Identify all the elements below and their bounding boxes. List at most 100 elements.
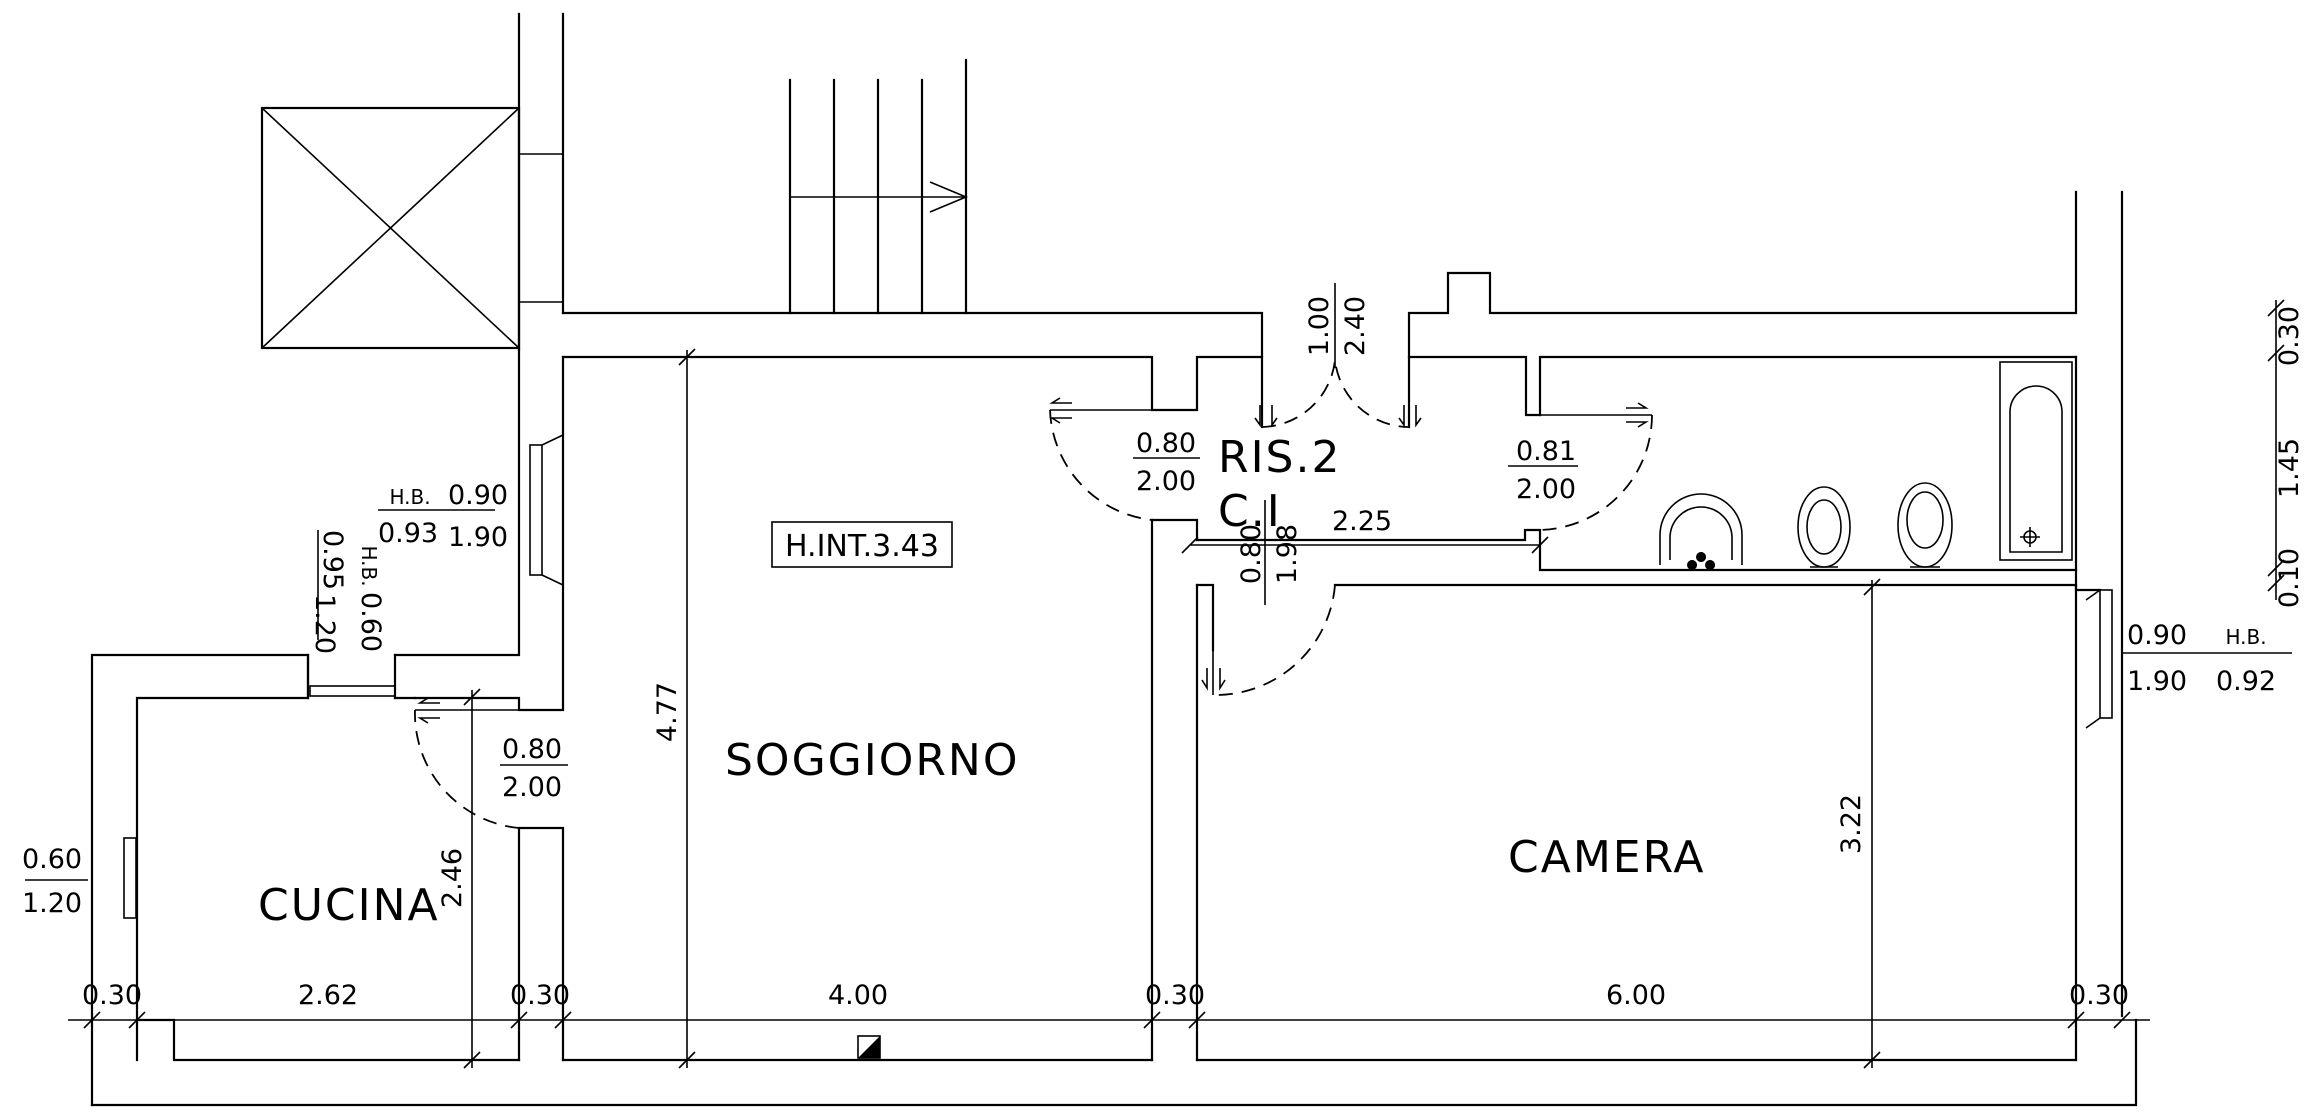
door-entrance-arrow-icon — [1254, 405, 1422, 428]
window-top-left-width: 0.93 — [378, 518, 438, 549]
soggiorno-wall-top — [561, 355, 1264, 412]
outer-balcony-line — [90, 1018, 2138, 1107]
door-bagno-width: 0.81 — [1516, 436, 1576, 467]
room-label-camera: CAMERA — [1508, 832, 1705, 883]
dim-right-top: 0.30 — [2274, 306, 2305, 366]
door-bagno-arrow-icon — [1626, 402, 1649, 428]
window-cucina-left-icon — [123, 837, 137, 919]
room-label-ci: C.I — [1218, 486, 1282, 537]
door-entrance-width: 1.00 — [1304, 296, 1335, 356]
door-soggiorno-arrow-icon — [1049, 397, 1072, 424]
dimension-values: 0.30 2.62 0.30 4.00 0.30 6.00 0.30 2.25 … — [82, 306, 2305, 1011]
door-camera-arrow-icon — [1201, 668, 1226, 691]
window-top-left-height: 1.90 — [448, 522, 508, 553]
elevator-cross — [261, 107, 520, 349]
bathtub-basin — [2009, 385, 2063, 553]
window-cucina-top-hb-label: H.B. — [357, 545, 381, 586]
doors — [414, 359, 1653, 829]
door-bagno-height: 2.00 — [1516, 474, 1576, 505]
room-label-cucina: CUCINA — [258, 880, 440, 931]
window-cucina-top-icon — [309, 685, 396, 697]
shaft-wall — [517, 12, 565, 352]
window-top-left-hb: 0.90 — [448, 480, 508, 511]
door-bagno-swing — [1539, 414, 1653, 531]
room-labels: SOGGIORNO CAMERA CUCINA RIS.2 C.I — [258, 432, 1705, 931]
window-camera-sill — [2085, 589, 2101, 729]
bathroom-fixtures — [1659, 361, 2073, 570]
door-cucina-width: 0.80 — [502, 734, 562, 765]
door-camera-width: 0.80 — [1236, 524, 1267, 584]
drain-icon — [857, 1035, 881, 1059]
soggiorno-door-jamb — [1150, 518, 1199, 542]
window-cucina-left-height: 1.20 — [22, 888, 82, 919]
dim-soggiorno-depth: 4.77 — [652, 682, 683, 742]
window-camera-hb: 0.92 — [2216, 666, 2276, 697]
dim-right-mid: 1.45 — [2274, 438, 2305, 498]
dim-camera-width: 6.00 — [1606, 980, 1666, 1011]
dim-wall-mid2: 0.30 — [1145, 980, 1205, 1011]
dimension-lines — [25, 283, 2292, 1069]
dim-right-bottom: 0.10 — [2274, 548, 2305, 608]
door-soggiorno-swing — [1049, 409, 1153, 521]
door-entrance-swing — [1261, 359, 1410, 428]
shaft-notches — [519, 153, 563, 303]
door-camera-swing — [1212, 584, 1336, 696]
height-label-text: H.INT.3.43 — [785, 529, 939, 564]
window-cucina-left-width: 0.60 — [22, 844, 82, 875]
height-label-box — [771, 521, 953, 568]
corridor-wall-entrance-right — [1407, 190, 2078, 429]
cucina-depth-line — [463, 688, 481, 1069]
door-camera-height: 1.98 — [1272, 524, 1303, 584]
soggiorno-depth-line — [678, 348, 696, 1069]
cucina-inner-wall — [517, 826, 565, 1062]
dim-soggiorno-width: 4.00 — [828, 980, 888, 1011]
room-label-ris2: RIS.2 — [1218, 432, 1341, 483]
window-cucina-top-height: 1.20 — [309, 594, 340, 654]
window-camera-height: 1.90 — [2127, 666, 2187, 697]
window-top-left-sill — [541, 434, 564, 586]
corridor-length-line — [1181, 536, 1549, 554]
room-label-soggiorno: SOGGIORNO — [725, 735, 1019, 786]
cucina-top-wall — [393, 348, 521, 700]
bathtub-icon — [1999, 361, 2073, 561]
camera-depth-line — [1863, 578, 1881, 1069]
dim-camera-depth: 3.22 — [1836, 794, 1867, 854]
door-entrance-height: 2.40 — [1340, 296, 1371, 356]
bathroom-wall-top — [1538, 355, 2078, 417]
sink-icon — [1659, 493, 1743, 565]
walls — [90, 12, 2138, 1107]
cucina-window-jambs — [306, 653, 397, 700]
elevator-shaft — [260, 106, 521, 350]
camera-wall-top — [1333, 583, 2102, 592]
right-vertical-dimension — [2267, 299, 2285, 600]
dim-cucina-width: 2.62 — [298, 980, 358, 1011]
dim-wall-right: 0.30 — [2069, 980, 2129, 1011]
camera-door-jamb — [1195, 583, 1215, 652]
door-soggiorno-height: 2.00 — [1136, 466, 1196, 497]
window-camera-width: 0.90 — [2127, 620, 2187, 651]
window-cucina-top-hb: 0.60 — [355, 592, 386, 652]
height-label: H.INT.3.43 — [771, 521, 953, 568]
door-cucina-swing — [414, 709, 520, 829]
dim-wall-left: 0.30 — [82, 980, 142, 1011]
opening-labels: 0.80 2.00 0.80 2.00 0.81 2.00 1.00 2.40 … — [22, 296, 2276, 919]
window-top-left-hb-label: H.B. — [389, 485, 430, 509]
dim-corridor-length: 2.25 — [1332, 506, 1392, 537]
bottom-ticks — [83, 1011, 2131, 1029]
corridor-wall-top — [561, 311, 1264, 429]
window-camera-hb-label: H.B. — [2225, 625, 2266, 649]
window-camera-icon — [2099, 589, 2113, 719]
dim-cucina-depth: 2.46 — [437, 848, 468, 908]
toilet-icon — [1897, 482, 1953, 568]
window-top-left-icon — [529, 444, 543, 576]
bidet-icon — [1797, 486, 1851, 568]
bottom-wall-cucina — [135, 1018, 521, 1062]
stair-arrow-icon — [929, 181, 969, 213]
door-soggiorno-width: 0.80 — [1136, 428, 1196, 459]
door-cucina-arrow-icon — [417, 697, 440, 724]
door-cucina-height: 2.00 — [502, 772, 562, 803]
window-cucina-top-width: 0.95 — [317, 530, 348, 590]
dim-wall-mid1: 0.30 — [510, 980, 570, 1011]
corridor-bathroom-wall — [1407, 355, 1542, 417]
